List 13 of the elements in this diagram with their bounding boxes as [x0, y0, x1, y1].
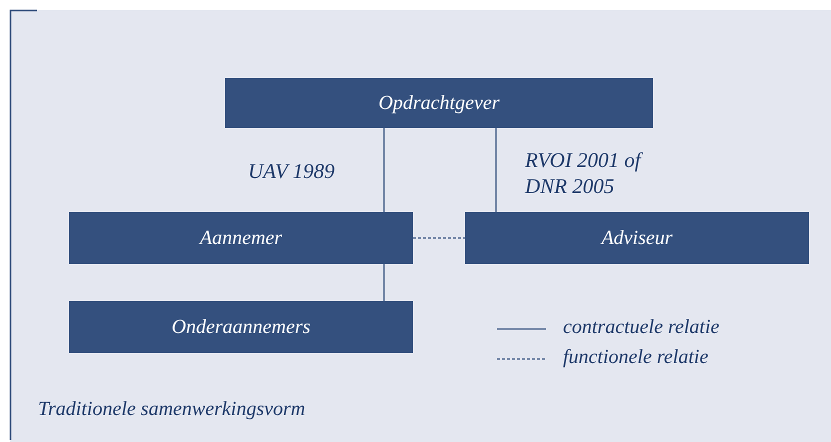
- edge-label: RVOI 2001 of DNR 2005: [525, 147, 644, 199]
- role-box: Opdrachtgever: [225, 78, 653, 128]
- role-box: Adviseur: [465, 212, 809, 264]
- connector-line: [383, 128, 385, 212]
- role-box: Onderaannemers: [69, 301, 413, 353]
- connector-line: [383, 264, 385, 301]
- role-box: Aannemer: [69, 212, 413, 264]
- legend-label: contractuele relatie: [563, 315, 720, 340]
- caption: Traditionele samenwerkingsvorm: [38, 397, 306, 422]
- edge-label: UAV 1989: [248, 158, 336, 184]
- dashed-connector: [413, 237, 465, 239]
- connector-line: [495, 128, 497, 212]
- legend-label: functionele relatie: [563, 345, 708, 370]
